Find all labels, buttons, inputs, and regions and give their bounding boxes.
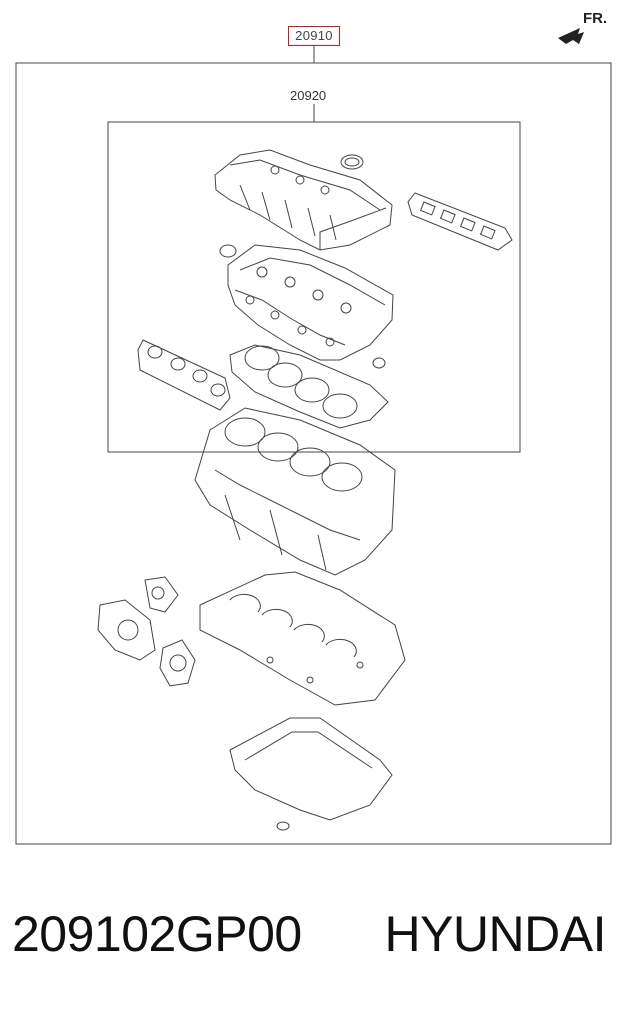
front-direction-arrow-icon <box>558 28 584 44</box>
drain-plug-gasket-drawing <box>276 821 290 831</box>
oil-pan-drawing <box>229 717 393 821</box>
o-ring-drawing <box>219 244 237 258</box>
water-pump-drawing <box>97 599 156 661</box>
brand-name: HYUNDAI <box>384 906 606 962</box>
sub-part-reference: 20920 <box>290 88 327 103</box>
pump-gasket-drawing <box>144 576 179 613</box>
filler-seal-drawing <box>340 154 364 170</box>
manifold-gasket-right-drawing <box>407 192 513 251</box>
inner-kit-frame <box>107 121 521 453</box>
cylinder-head-drawing <box>227 244 394 361</box>
part-number: 209102GP00 <box>12 906 302 962</box>
cylinder-block-drawing <box>194 407 396 576</box>
manifold-gasket-left-drawing <box>137 339 231 411</box>
outer-kit-frame <box>15 62 612 845</box>
valve-cover-drawing <box>214 149 393 251</box>
main-part-reference[interactable]: 20910 <box>288 26 340 46</box>
small-seal-drawing <box>372 357 386 369</box>
thermostat-gasket-drawing <box>159 639 196 687</box>
direction-label: FR. <box>583 10 608 27</box>
lower-crankcase-drawing <box>199 571 406 706</box>
part-caption: 209102GP00 HYUNDAI <box>0 905 620 975</box>
head-gasket-drawing <box>229 344 389 429</box>
